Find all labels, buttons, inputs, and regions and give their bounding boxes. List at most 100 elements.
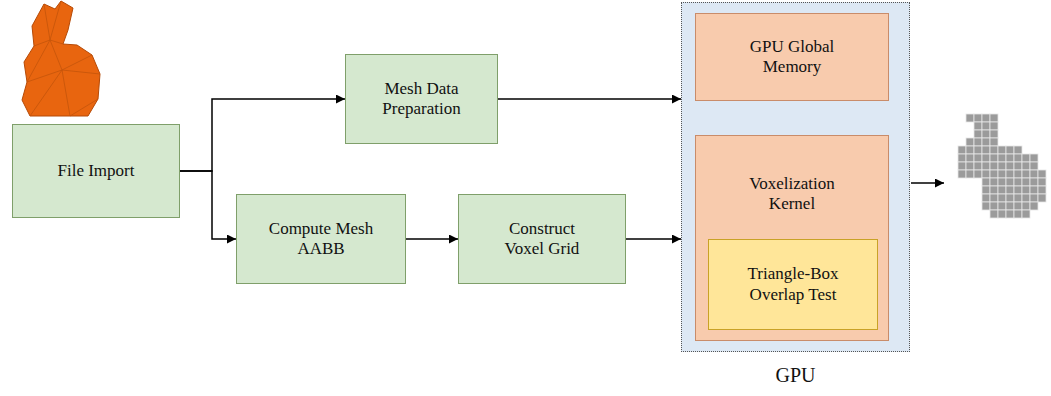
voxel-cell — [990, 130, 998, 138]
voxel-cell — [990, 122, 998, 130]
gpu-panel: GPUGPU Global MemoryVoxelization KernelT… — [681, 2, 910, 352]
panel-label: GPU — [736, 363, 856, 387]
voxel-cell — [974, 122, 982, 130]
voxel-cell — [998, 146, 1006, 154]
voxel-cell — [958, 162, 966, 170]
voxel-cell — [1030, 202, 1038, 210]
voxel-cell — [1014, 178, 1022, 186]
voxel-cell — [1014, 154, 1022, 162]
voxel-bunny — [958, 114, 1046, 218]
voxel-cell — [966, 154, 974, 162]
voxel-cell — [1006, 186, 1014, 194]
voxel-cell — [982, 122, 990, 130]
voxel-cell — [974, 138, 982, 146]
flow-arrow — [498, 98, 681, 100]
flow-arrow — [406, 238, 458, 240]
voxel-cell — [1030, 154, 1038, 162]
voxel-cell — [998, 210, 1006, 218]
voxel-cell — [974, 154, 982, 162]
voxel-cell — [1022, 202, 1030, 210]
voxel-cell — [966, 138, 974, 146]
voxel-cell — [1022, 210, 1030, 218]
voxel-cell — [966, 114, 974, 122]
voxel-cell — [1022, 170, 1030, 178]
voxel-cell — [1022, 178, 1030, 186]
voxel-cell — [990, 138, 998, 146]
box-label: Voxelization Kernel — [736, 174, 848, 215]
box-label: Mesh Data Preparation — [366, 79, 478, 120]
voxel-cell — [982, 130, 990, 138]
voxel-cell — [990, 114, 998, 122]
flow-arrow — [626, 238, 681, 240]
voxel-cell — [1006, 146, 1014, 154]
box-label: Construct Voxel Grid — [492, 219, 592, 260]
voxel-cell — [982, 178, 990, 186]
output-arrow — [911, 182, 944, 184]
voxel-cell — [990, 178, 998, 186]
voxel-cell — [1038, 170, 1046, 178]
voxel-cell — [998, 186, 1006, 194]
voxel-cell — [982, 202, 990, 210]
voxel-cell — [990, 170, 998, 178]
voxel-cell — [990, 194, 998, 202]
voxel-cell — [1022, 186, 1030, 194]
voxel-cell — [1030, 162, 1038, 170]
voxel-cell — [1006, 162, 1014, 170]
voxel-cell — [990, 210, 998, 218]
test-box: Triangle-Box Overlap Test — [708, 239, 878, 330]
voxel-cell — [966, 170, 974, 178]
process-box: Mesh Data Preparation — [345, 54, 498, 144]
voxel-cell — [974, 146, 982, 154]
voxel-cell — [1038, 178, 1046, 186]
voxel-cell — [1030, 186, 1038, 194]
voxel-cell — [1014, 170, 1022, 178]
box-label: Triangle-Box Overlap Test — [732, 264, 854, 305]
voxel-cell — [1030, 178, 1038, 186]
voxel-cell — [966, 146, 974, 154]
mesh-bunny — [22, 1, 100, 116]
voxel-cell — [1006, 194, 1014, 202]
voxel-cell — [982, 138, 990, 146]
voxel-cell — [998, 154, 1006, 162]
voxel-cell — [990, 154, 998, 162]
voxel-cell — [958, 154, 966, 162]
voxel-cell — [982, 194, 990, 202]
voxel-cell — [998, 178, 1006, 186]
box-label: Compute Mesh AABB — [260, 219, 382, 260]
voxel-cell — [974, 114, 982, 122]
voxel-cell — [982, 170, 990, 178]
voxel-cell — [990, 202, 998, 210]
voxel-cell — [974, 162, 982, 170]
voxel-cell — [1006, 170, 1014, 178]
voxel-cell — [990, 146, 998, 154]
voxel-cell — [958, 170, 966, 178]
voxel-cell — [998, 194, 1006, 202]
voxel-cell — [1006, 154, 1014, 162]
voxel-cell — [958, 146, 966, 154]
process-box: File Import — [12, 124, 180, 218]
kernel-box: Voxelization KernelTriangle-Box Overlap … — [695, 135, 889, 341]
flow-arrow — [180, 171, 236, 239]
voxel-cell — [1006, 210, 1014, 218]
voxel-cell — [1038, 186, 1046, 194]
voxel-cell — [1006, 178, 1014, 186]
voxel-cell — [990, 186, 998, 194]
voxel-cell — [1014, 186, 1022, 194]
voxel-cell — [998, 162, 1006, 170]
voxel-cell — [998, 170, 1006, 178]
memory-box: GPU Global Memory — [695, 13, 889, 101]
voxel-cell — [1014, 162, 1022, 170]
voxel-cell — [982, 162, 990, 170]
flow-arrow — [180, 99, 345, 171]
bunny-facets — [27, 1, 100, 116]
voxel-cell — [982, 146, 990, 154]
voxel-cell — [1022, 194, 1030, 202]
voxel-cell — [1022, 162, 1030, 170]
process-box: Construct Voxel Grid — [458, 194, 626, 284]
voxel-cell — [982, 114, 990, 122]
voxel-cell — [974, 170, 982, 178]
voxel-cell — [974, 130, 982, 138]
voxel-cell — [1030, 170, 1038, 178]
voxel-cell — [990, 162, 998, 170]
